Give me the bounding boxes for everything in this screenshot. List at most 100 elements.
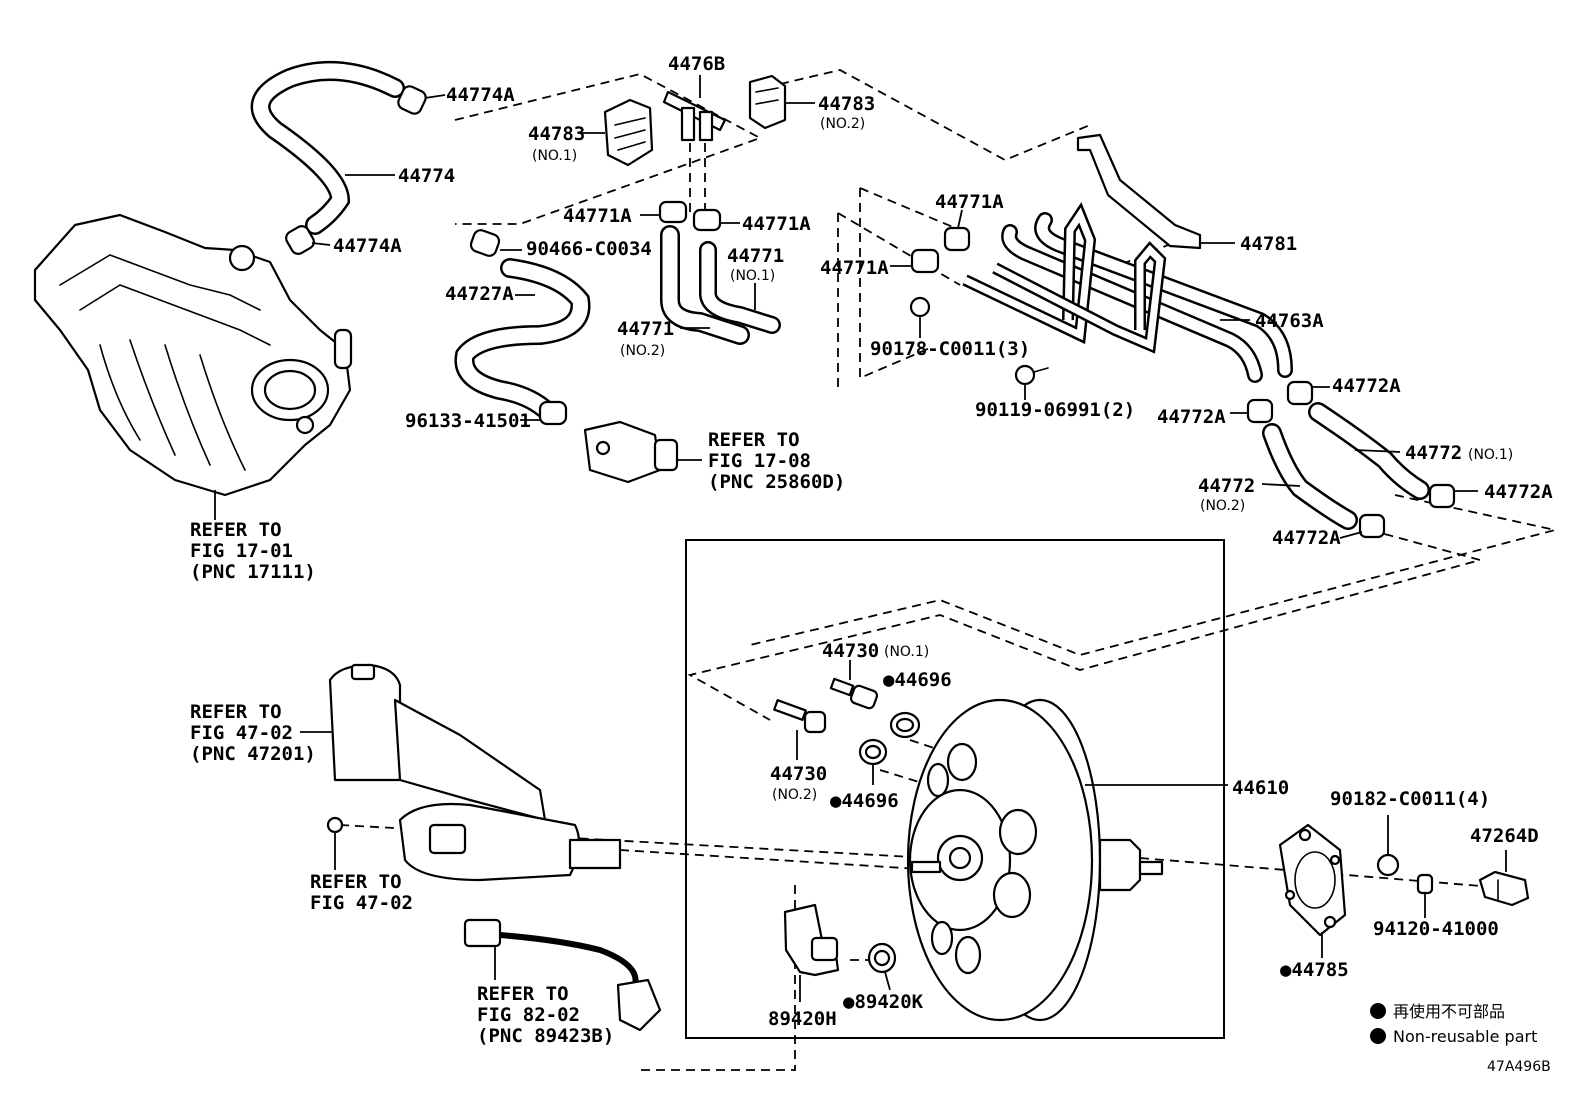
label-44772-no2-sub: (NO.2) [1200, 498, 1245, 514]
label-4476B: 4476B [668, 53, 725, 75]
ref3-line1: REFER TO [190, 701, 282, 723]
ref2-line2: FIG 17-08 [708, 450, 811, 472]
legend: 再使用不可部品 Non-reusable part [1370, 1002, 1537, 1046]
label-44763A: 44763A [1255, 310, 1324, 332]
label-44772-no1-sub: (NO.1) [1468, 447, 1513, 463]
intake-manifold [33, 213, 353, 520]
bracket-44781 [1076, 133, 1235, 250]
legend-text-jp: 再使用不可部品 [1393, 1002, 1505, 1021]
vsv-44783-no2 [748, 74, 815, 130]
check-valve-44730-no1 [829, 660, 879, 710]
clip-44771A-3 [943, 209, 971, 252]
hose-44772-no2 [1261, 423, 1358, 530]
ref1-line3: (PNC 17111) [190, 561, 316, 583]
ref3-line3: (PNC 47201) [190, 743, 316, 765]
hose-44774 [250, 60, 405, 235]
label-96133: 96133-41501 [405, 410, 531, 432]
label-44696-2: ●44696 [830, 790, 899, 812]
ref5-line3: (PNC 89423B) [477, 1025, 614, 1047]
label-44783-no2: 44783 [818, 93, 875, 115]
label-44772A-3: 44772A [1484, 481, 1553, 503]
label-44771A-3: 44771A [935, 191, 1004, 213]
label-44772-no2: 44772 [1198, 475, 1255, 497]
pressure-sensor-89420H [783, 903, 840, 1002]
gasket-44785 [1278, 823, 1347, 958]
label-89420K: ●89420K [843, 991, 924, 1013]
hose-44772-no1 [1308, 402, 1430, 500]
label-44610: 44610 [1232, 777, 1289, 799]
ref1-line1: REFER TO [190, 519, 282, 541]
label-47264D: 47264D [1470, 825, 1539, 847]
label-44696-1: ●44696 [883, 669, 952, 691]
ref5-line2: FIG 82-02 [477, 1004, 580, 1026]
label-44772-no1: 44772 [1405, 442, 1462, 464]
legend-dot-en [1370, 1028, 1386, 1044]
label-44771A-4: 44771A [820, 257, 889, 279]
bolt-90119 [1014, 364, 1049, 400]
tee-joint-4476B [662, 75, 727, 142]
label-44771-no1: 44771 [727, 245, 784, 267]
ref4-line2: FIG 47-02 [310, 892, 413, 914]
purge-vsv-25860D [583, 420, 702, 484]
label-44730-no2-sub: (NO.2) [772, 787, 817, 803]
clip-44774A-top [397, 85, 446, 115]
grommet-44696-1 [889, 711, 921, 739]
label-90182: 90182-C0011(4) [1330, 788, 1490, 810]
label-90466: 90466-C0034 [526, 238, 652, 260]
label-44783-no2-sub: (NO.2) [820, 116, 865, 132]
grommet-44696-2 [858, 738, 888, 785]
clip-96133 [520, 400, 568, 426]
ref2-line1: REFER TO [708, 429, 800, 451]
label-44771A-2: 44771A [742, 213, 811, 235]
legend-text-en: Non-reusable part [1393, 1027, 1537, 1046]
label-44772A-1: 44772A [1332, 375, 1401, 397]
figure-code: 47A496B [1487, 1059, 1551, 1075]
label-44774: 44774 [398, 165, 455, 187]
clevis-47264D [1478, 850, 1530, 907]
hose-44771-no1 [699, 241, 781, 334]
legend-dot-jp [1370, 1003, 1386, 1019]
nut-90182 [1376, 815, 1400, 877]
clip-44774A-bottom [285, 225, 331, 255]
hose-44727A [454, 258, 591, 422]
label-44771-no2-sub: (NO.2) [620, 343, 665, 359]
label-44727A: 44727A [445, 283, 514, 305]
label-44783-no1-sub: (NO.1) [532, 148, 577, 164]
label-89420H: 89420H [768, 1008, 837, 1030]
clip-44772A-1 [1286, 380, 1330, 406]
pin-94120 [1416, 873, 1434, 918]
label-44730-no2: 44730 [770, 763, 827, 785]
ref3-line2: FIG 47-02 [190, 722, 293, 744]
clip-44771A-2 [692, 208, 740, 232]
clip-44772A-4 [1339, 513, 1386, 539]
clip-44772A-2 [1230, 398, 1274, 424]
reference-notes: REFER TO FIG 17-01 (PNC 17111) REFER TO … [190, 429, 845, 1047]
label-44785: ●44785 [1280, 959, 1349, 981]
clip-44771A-1 [640, 200, 688, 224]
ref2-line3: (PNC 25860D) [708, 471, 845, 493]
label-44730-no1-sub: (NO.1) [884, 644, 929, 660]
clip-44771A-4 [890, 248, 940, 274]
pipe-44763A [962, 202, 1293, 383]
label-44771-no2: 44771 [617, 318, 674, 340]
bolt-90178 [909, 296, 931, 338]
label-44774A-top: 44774A [446, 84, 515, 106]
part-labels: 44774A 44774A 44774 4476B 44783 (NO.1) 4… [333, 53, 1553, 1030]
check-valve-44730-no2 [773, 699, 827, 760]
brake-booster-44610 [906, 698, 1228, 1022]
brake-master-cylinder [300, 663, 622, 882]
ref1-line2: FIG 17-01 [190, 540, 293, 562]
grommet-89420K [867, 942, 897, 991]
label-44783-no1: 44783 [528, 123, 585, 145]
ref5-line1: REFER TO [477, 983, 569, 1005]
booster-assembly-frame [685, 539, 1225, 1039]
label-44774A-bottom: 44774A [333, 235, 402, 257]
label-90178: 90178-C0011(3) [870, 338, 1030, 360]
label-44771A-1: 44771A [563, 205, 632, 227]
wire-harness-89423B [463, 918, 662, 1032]
vsv-44783-no1 [580, 98, 654, 167]
hose-44771-no2 [660, 225, 750, 345]
label-90119: 90119-06991(2) [975, 399, 1135, 421]
label-44781: 44781 [1240, 233, 1297, 255]
